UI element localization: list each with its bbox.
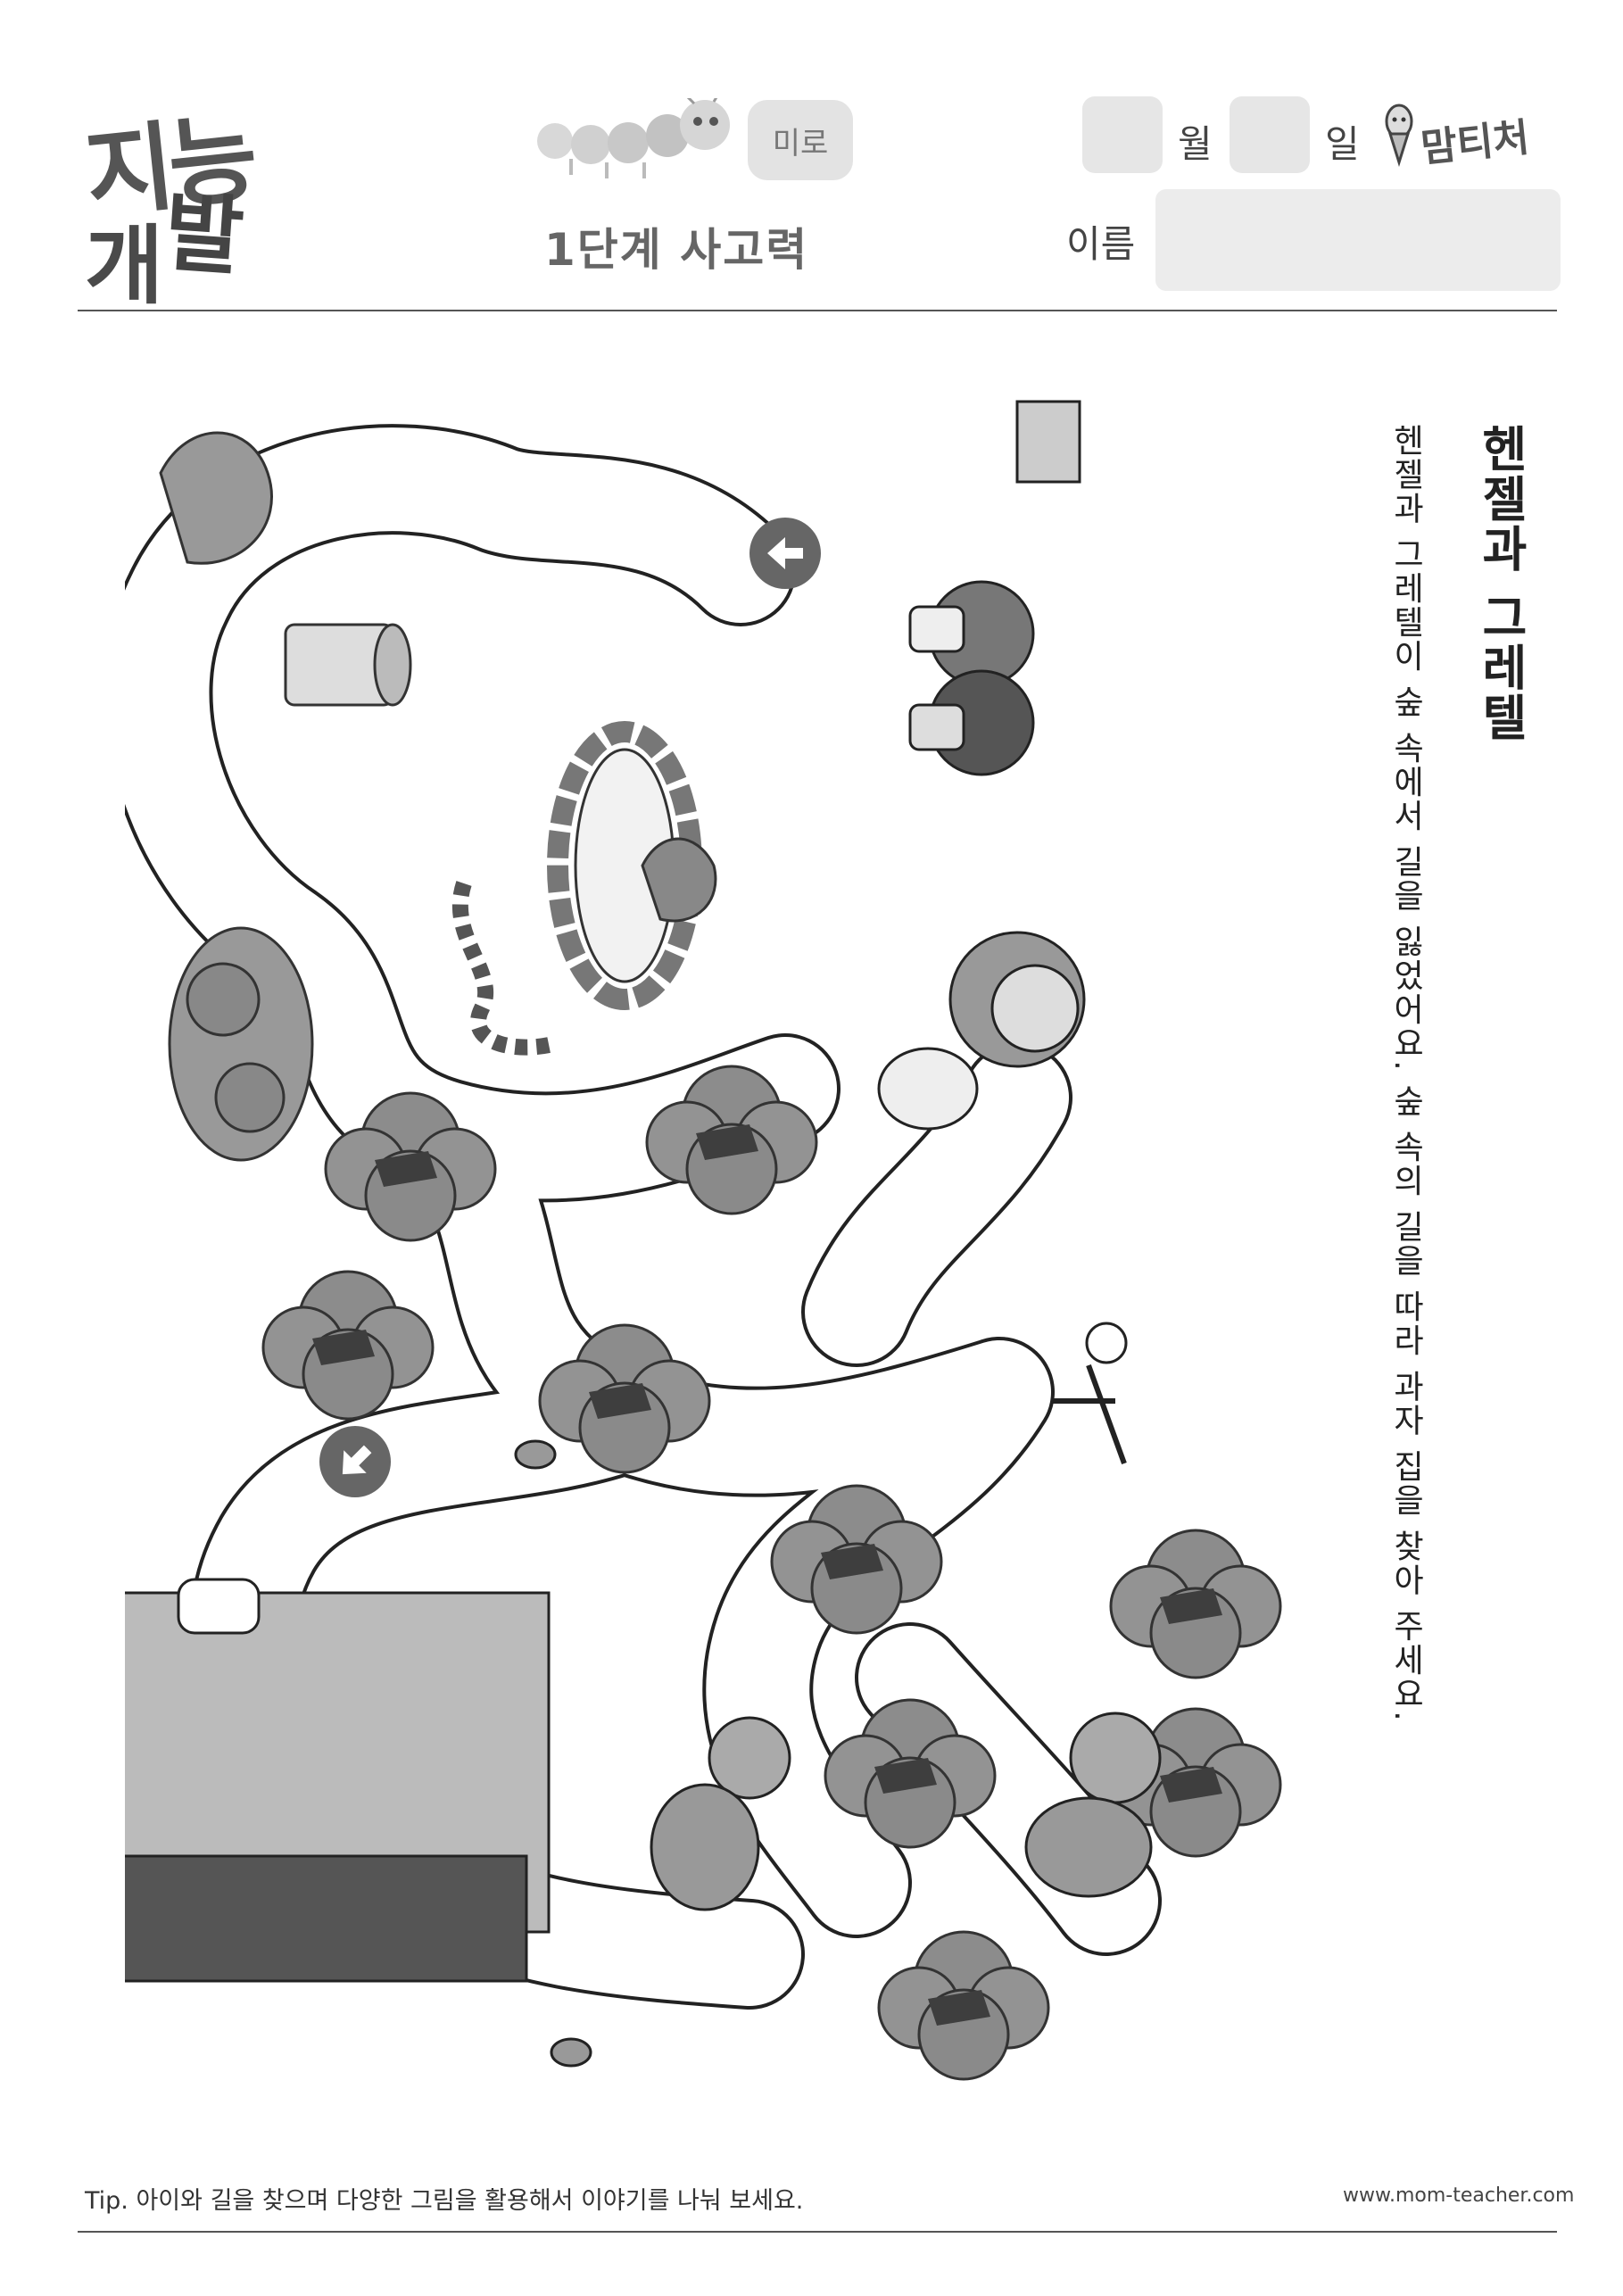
mode-badge: 미로: [748, 100, 853, 180]
level-title: 1단계 사고력: [544, 224, 809, 276]
start-children: [908, 400, 1081, 776]
bush: [641, 837, 717, 923]
bird: [514, 1439, 557, 1470]
tree: [261, 1270, 435, 1421]
witch: [877, 931, 1086, 1131]
month-input[interactable]: [1082, 96, 1163, 173]
name-field[interactable]: [1155, 189, 1561, 291]
footer-divider: [78, 2231, 1557, 2233]
header-divider: [78, 310, 1557, 311]
day-input[interactable]: [1230, 96, 1310, 173]
snake: [451, 881, 556, 1056]
brand-mark: 맘티처: [1381, 98, 1564, 172]
start-arrow-icon: [749, 518, 821, 589]
fox: [1024, 1712, 1162, 1898]
worksheet-instruction: 헨젤과 그레텔이 숲 속에서 길을 잃었어요. 숲 속의 길을 따라 과자 집을…: [1387, 424, 1424, 1723]
brand-name: 맘티처: [1419, 114, 1532, 172]
day-label: 일: [1325, 122, 1360, 166]
maze-illustration: [125, 400, 1282, 2081]
candy-house: [125, 1578, 551, 1983]
footer-tip: Tip. 아이와 길을 찾으며 다양한 그림을 활용해서 이야기를 나눠 보세요…: [85, 2187, 804, 2215]
name-label: 이름: [1066, 222, 1136, 266]
bush: [159, 431, 273, 565]
end-arrow-icon: [319, 1426, 391, 1497]
bear: [650, 1716, 791, 1911]
tree: [1109, 1529, 1282, 1679]
logo-line2: 발: [161, 182, 242, 287]
bird-nest: [168, 926, 314, 1162]
bird: [550, 2037, 592, 2068]
brand-logo: 지능 발 개: [80, 89, 330, 316]
tree: [877, 1930, 1050, 2081]
skeleton: [1053, 1322, 1128, 1465]
pencil-mascot-icon: [1385, 104, 1413, 168]
worksheet-title: 헨젤과 그레텔: [1472, 424, 1528, 742]
footer-url[interactable]: www.mom-teacher.com: [1343, 2184, 1575, 2207]
logo-line3: 개: [85, 216, 163, 316]
caterpillar-icon: [537, 98, 730, 178]
month-label: 월: [1178, 122, 1213, 166]
well: [284, 623, 412, 707]
